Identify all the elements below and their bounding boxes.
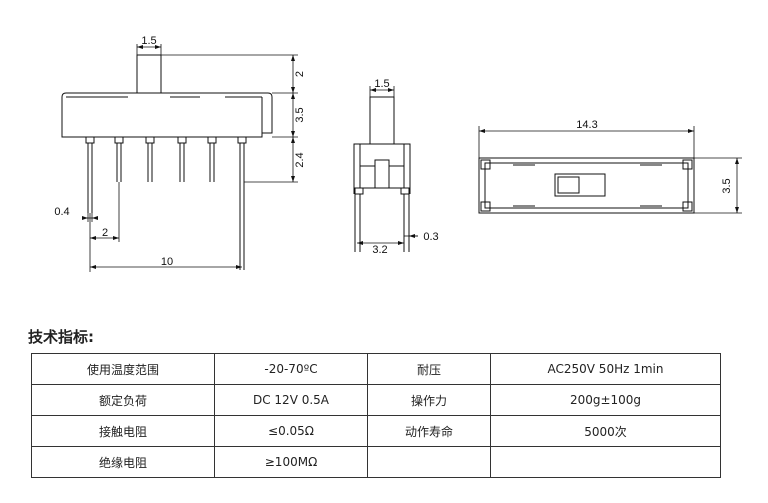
dim-side-pin-pitch: 2 <box>102 227 108 239</box>
table-row: 使用温度范围 -20-70ºC 耐压 AC250V 50Hz 1min <box>31 353 721 385</box>
spec-value: DC 12V 0.5A <box>214 384 368 416</box>
dim-side-actuator-width: 1.5 <box>141 35 156 47</box>
spec-label: 额定负荷 <box>31 384 215 416</box>
side-view <box>61 44 298 272</box>
spec-value: ≤0.05Ω <box>214 415 368 447</box>
top-slider-knob <box>557 176 580 194</box>
dim-side-total-pitch: 10 <box>161 256 173 268</box>
dim-side-body-height: 3.5 <box>294 107 306 122</box>
spec-label: 接触电阻 <box>31 415 215 447</box>
end-view <box>353 86 418 252</box>
spec-value: -20-70ºC <box>214 353 368 385</box>
dim-side-pin-length: 2.4 <box>294 152 306 167</box>
spec-label: 绝缘电阻 <box>31 446 215 478</box>
switch-dimension-drawing: 1.5 2 3.5 2.4 0.4 2 10 1.5 3.2 0.3 14.3 … <box>54 35 742 272</box>
dim-end-pin-thickness: 0.3 <box>423 231 438 243</box>
spec-label: 操作力 <box>367 384 491 416</box>
dim-end-actuator-width: 1.5 <box>374 78 389 90</box>
spec-label: 动作寿命 <box>367 415 491 447</box>
dim-end-pin-spacing: 3.2 <box>372 244 387 256</box>
dim-side-pin-width: 0.4 <box>54 206 69 218</box>
side-actuator <box>136 54 162 94</box>
table-row: 绝缘电阻 ≥100MΩ <box>31 446 721 478</box>
top-slider-window <box>554 173 606 197</box>
side-body <box>61 92 273 138</box>
spec-label <box>367 446 491 478</box>
table-row: 接触电阻 ≤0.05Ω 动作寿命 5000次 <box>31 415 721 447</box>
spec-label: 耐压 <box>367 353 491 385</box>
dim-side-actuator-height: 2 <box>294 71 306 77</box>
dim-top-width: 3.5 <box>721 178 733 193</box>
spec-value: AC250V 50Hz 1min <box>490 353 721 385</box>
top-body <box>478 157 695 214</box>
specs-title: 技术指标: <box>28 328 94 346</box>
spec-value: 200g±100g <box>490 384 721 416</box>
end-actuator <box>369 96 395 145</box>
side-pins <box>85 136 247 270</box>
spec-label: 使用温度范围 <box>31 353 215 385</box>
spec-value: 5000次 <box>490 415 721 447</box>
table-row: 额定负荷 DC 12V 0.5A 操作力 200g±100g <box>31 384 721 416</box>
top-view <box>478 126 742 214</box>
spec-value: ≥100MΩ <box>214 446 368 478</box>
specs-table: 使用温度范围 -20-70ºC 耐压 AC250V 50Hz 1min 额定负荷… <box>31 353 721 478</box>
dim-top-length: 14.3 <box>576 119 597 131</box>
spec-value <box>490 446 721 478</box>
